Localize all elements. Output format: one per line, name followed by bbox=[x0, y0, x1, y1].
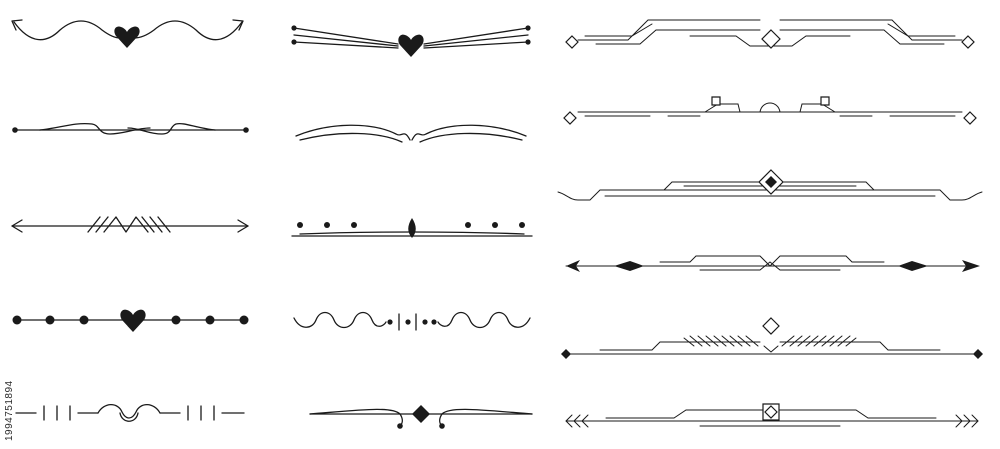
square-icon bbox=[712, 97, 720, 105]
divider-wave-heart-arrows bbox=[12, 20, 243, 48]
divider-deco-squares-arch bbox=[564, 97, 976, 124]
heart-icon bbox=[120, 309, 146, 332]
divider-deco-diamond-step-2 bbox=[558, 170, 982, 200]
heart-icon bbox=[398, 34, 424, 57]
leaf-icon bbox=[408, 218, 416, 238]
diamond-icon bbox=[412, 405, 430, 423]
divider-arrow-spear bbox=[566, 256, 980, 272]
square-icon bbox=[821, 97, 829, 105]
divider-swirl-curves bbox=[296, 125, 526, 142]
divider-diamond-curl-line bbox=[310, 405, 532, 429]
diamond-icon bbox=[762, 30, 780, 48]
divider-deco-hatched-diamond bbox=[561, 318, 983, 359]
divider-bars-loops bbox=[16, 405, 244, 422]
divider-wave-bars-wave bbox=[294, 313, 530, 331]
divider-arrow-zigzag bbox=[12, 217, 248, 232]
divider-heart-fan-lines bbox=[291, 25, 531, 57]
stock-id-label: 1994751894 bbox=[4, 380, 15, 441]
divider-deco-diamond-step-1 bbox=[566, 20, 974, 48]
diamond-icon bbox=[763, 318, 779, 334]
heart-icon bbox=[114, 26, 140, 48]
divider-heart-dots-line bbox=[12, 309, 249, 332]
arrow-head-icon bbox=[566, 260, 580, 272]
divider-dots-leaf-rule bbox=[292, 218, 532, 238]
divider-deco-arrow-feather bbox=[566, 404, 978, 427]
divider-dot-wave-lines bbox=[12, 124, 249, 134]
arrow-head-icon bbox=[962, 260, 980, 272]
